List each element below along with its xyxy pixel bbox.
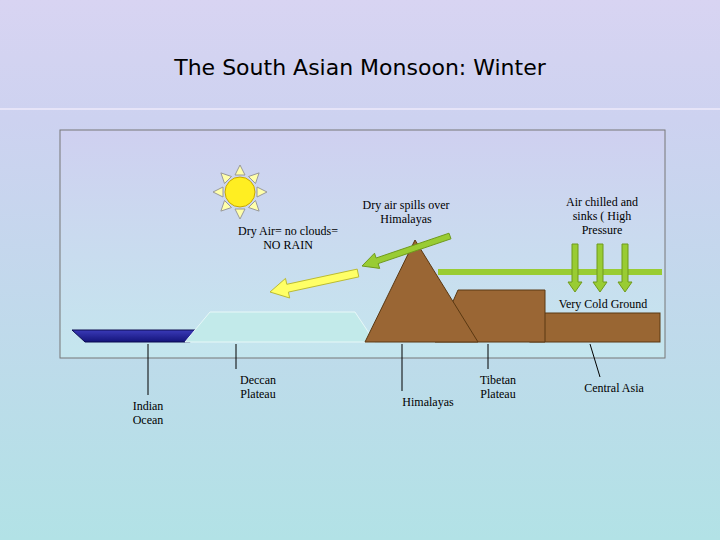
air-flow-arrow (362, 233, 451, 268)
region-label: Himalayas (388, 395, 468, 409)
ocean-shape (72, 330, 205, 342)
sun-disc (225, 177, 255, 207)
sun-ray (257, 187, 267, 197)
mountain-shape (365, 240, 478, 342)
sun-symbol (213, 165, 267, 219)
slide-title: The South Asian Monsoon: Winter (0, 55, 720, 81)
band-edge (0, 108, 720, 110)
leader-line (488, 344, 489, 369)
sinking-air-arrow (593, 244, 607, 292)
region-label: Indian Ocean (122, 399, 174, 427)
sun-ray (235, 165, 245, 175)
region-label: Deccan Plateau (228, 373, 288, 401)
sinking-air-arrow (568, 244, 582, 292)
sun-ray (213, 187, 223, 197)
plateau-shape (185, 312, 375, 342)
annotation-text: Dry air spills over Himalayas (354, 198, 458, 226)
leader-line (148, 344, 149, 395)
sinking-air-arrow (618, 244, 632, 292)
land-shape (530, 313, 660, 342)
region-label: Tibetan Plateau (469, 373, 527, 401)
leader-line (402, 344, 403, 391)
annotation-text: Dry Air= no clouds= NO RAIN (232, 224, 344, 252)
annotation-text: Air chilled and sinks ( High Pressure (560, 195, 644, 237)
diagram-frame (60, 130, 665, 358)
annotation-text: Very Cold Ground (548, 297, 658, 311)
sun-ray (235, 209, 245, 219)
leader-line (590, 344, 600, 377)
air-flow-arrow (270, 269, 359, 298)
leader-line (236, 344, 237, 369)
region-label: Central Asia (564, 381, 664, 395)
